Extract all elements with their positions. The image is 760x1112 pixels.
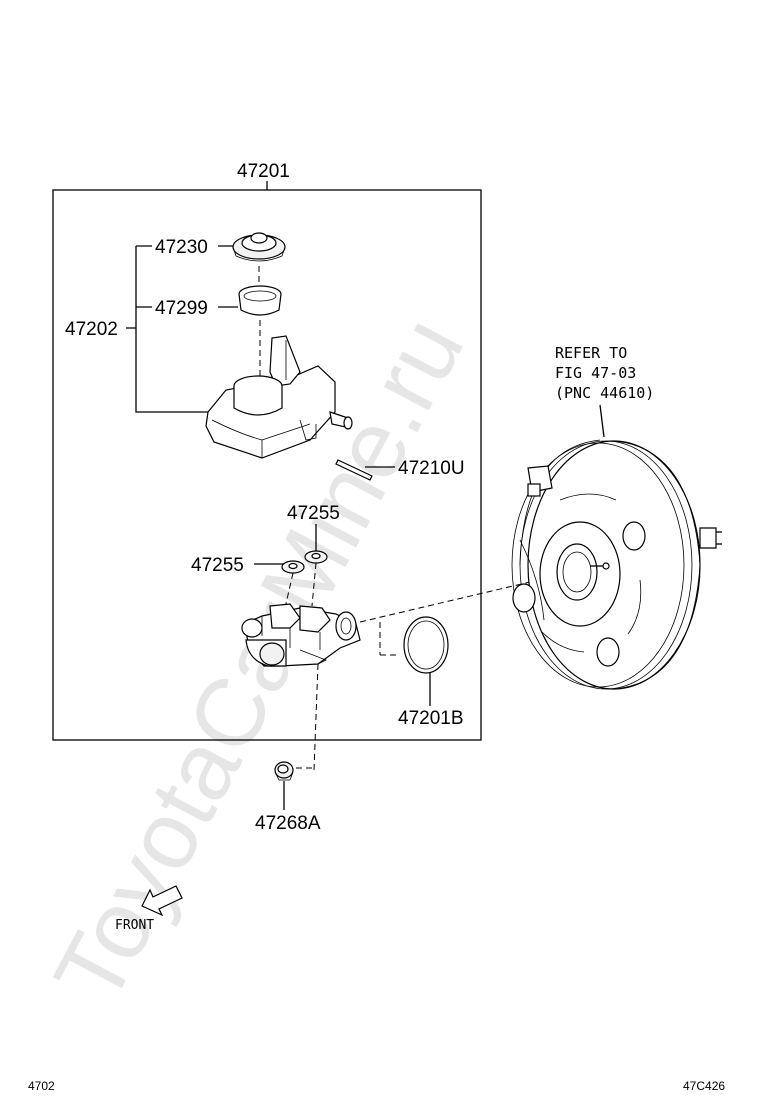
reservoir-strainer-part xyxy=(238,285,282,316)
brake-booster-part xyxy=(511,439,722,690)
master-cylinder-part xyxy=(241,603,361,667)
reservoir-tank-part xyxy=(205,335,353,459)
label-cap: 47230 xyxy=(155,237,208,258)
reservoir-pin-part xyxy=(335,459,373,481)
refer-note-line-2: FIG 47-03 xyxy=(555,364,636,382)
reservoir-cap-part xyxy=(232,232,286,262)
refer-note-line-1: REFER TO xyxy=(555,344,627,362)
footer-figure-number: 4702 xyxy=(28,1079,55,1093)
label-strainer: 47299 xyxy=(155,298,208,319)
label-grommet-left: 47255 xyxy=(191,555,244,576)
nut-part xyxy=(274,761,294,781)
o-ring-part xyxy=(403,616,449,674)
label-nut: 47268A xyxy=(255,813,321,834)
front-arrow-icon xyxy=(141,885,183,917)
front-label: FRONT xyxy=(115,918,154,933)
refer-note-line-3: (PNC 44610) xyxy=(555,384,654,402)
label-reservoir-sub: 47202 xyxy=(65,319,118,340)
label-grommet-top: 47255 xyxy=(287,503,340,524)
footer-illustration-code: 47C426 xyxy=(683,1079,725,1093)
label-pin: 47210U xyxy=(398,458,465,479)
label-ring: 47201B xyxy=(398,708,464,729)
label-assembly: 47201 xyxy=(237,161,290,182)
